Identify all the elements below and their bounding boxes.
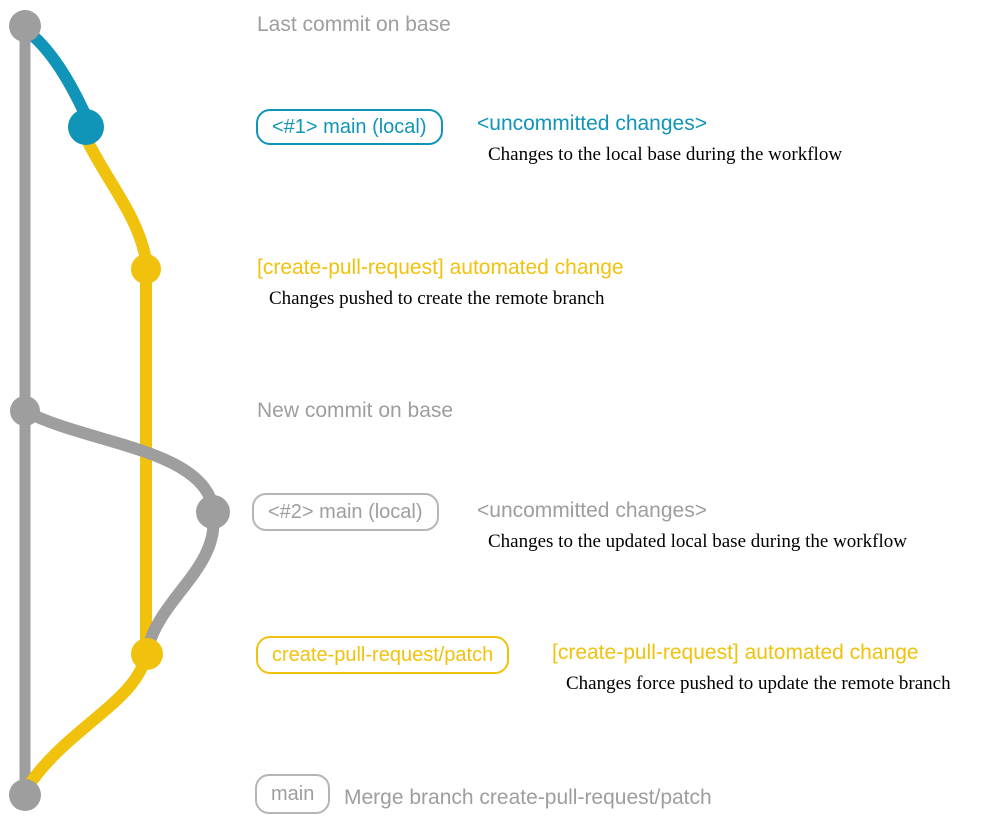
- new-commit-label: New commit on base: [257, 399, 454, 422]
- branch-badge-main: main: [255, 774, 331, 814]
- branch-badge-main-local-1: <#1> main (local): [256, 109, 443, 145]
- uncommitted-changes-status-1: <uncommitted changes>: [477, 112, 707, 135]
- uncommitted-changes-note-2: Changes to the updated local base during…: [488, 531, 907, 552]
- remote-branch-merge-line: [21, 647, 152, 794]
- automated-change-note-2: Changes force pushed to update the remot…: [566, 673, 951, 694]
- commit-dot-remote-1: [131, 254, 161, 284]
- commit-graph: [9, 10, 230, 811]
- commit-dot-last-base: [9, 10, 41, 42]
- commit-dot-new-base: [10, 396, 40, 426]
- branch-badge-create-pull-request-patch: create-pull-request/patch: [256, 636, 510, 674]
- uncommitted-changes-note-1: Changes to the local base during the wor…: [488, 144, 843, 165]
- automated-change-title-1: [create-pull-request] automated change: [257, 256, 624, 279]
- commit-dot-local-2: [196, 495, 230, 529]
- commit-dot-local-1: [68, 109, 104, 145]
- automated-change-title-2: [create-pull-request] automated change: [552, 641, 919, 664]
- last-commit-label: Last commit on base: [257, 13, 451, 36]
- commit-dot-remote-2: [131, 638, 163, 670]
- rebase-branch-line-1: [19, 405, 218, 509]
- branch-badge-main-local-2: <#2> main (local): [252, 493, 439, 531]
- commit-dot-merge: [9, 779, 41, 811]
- merge-commit-label: Merge branch create-pull-request/patch: [344, 786, 712, 809]
- automated-change-note-1: Changes pushed to create the remote bran…: [269, 288, 605, 309]
- local-branch-line: [20, 24, 90, 118]
- rebase-branch-line-2: [142, 508, 220, 654]
- uncommitted-changes-status-2: <uncommitted changes>: [477, 499, 707, 522]
- remote-branch-line: [80, 132, 152, 659]
